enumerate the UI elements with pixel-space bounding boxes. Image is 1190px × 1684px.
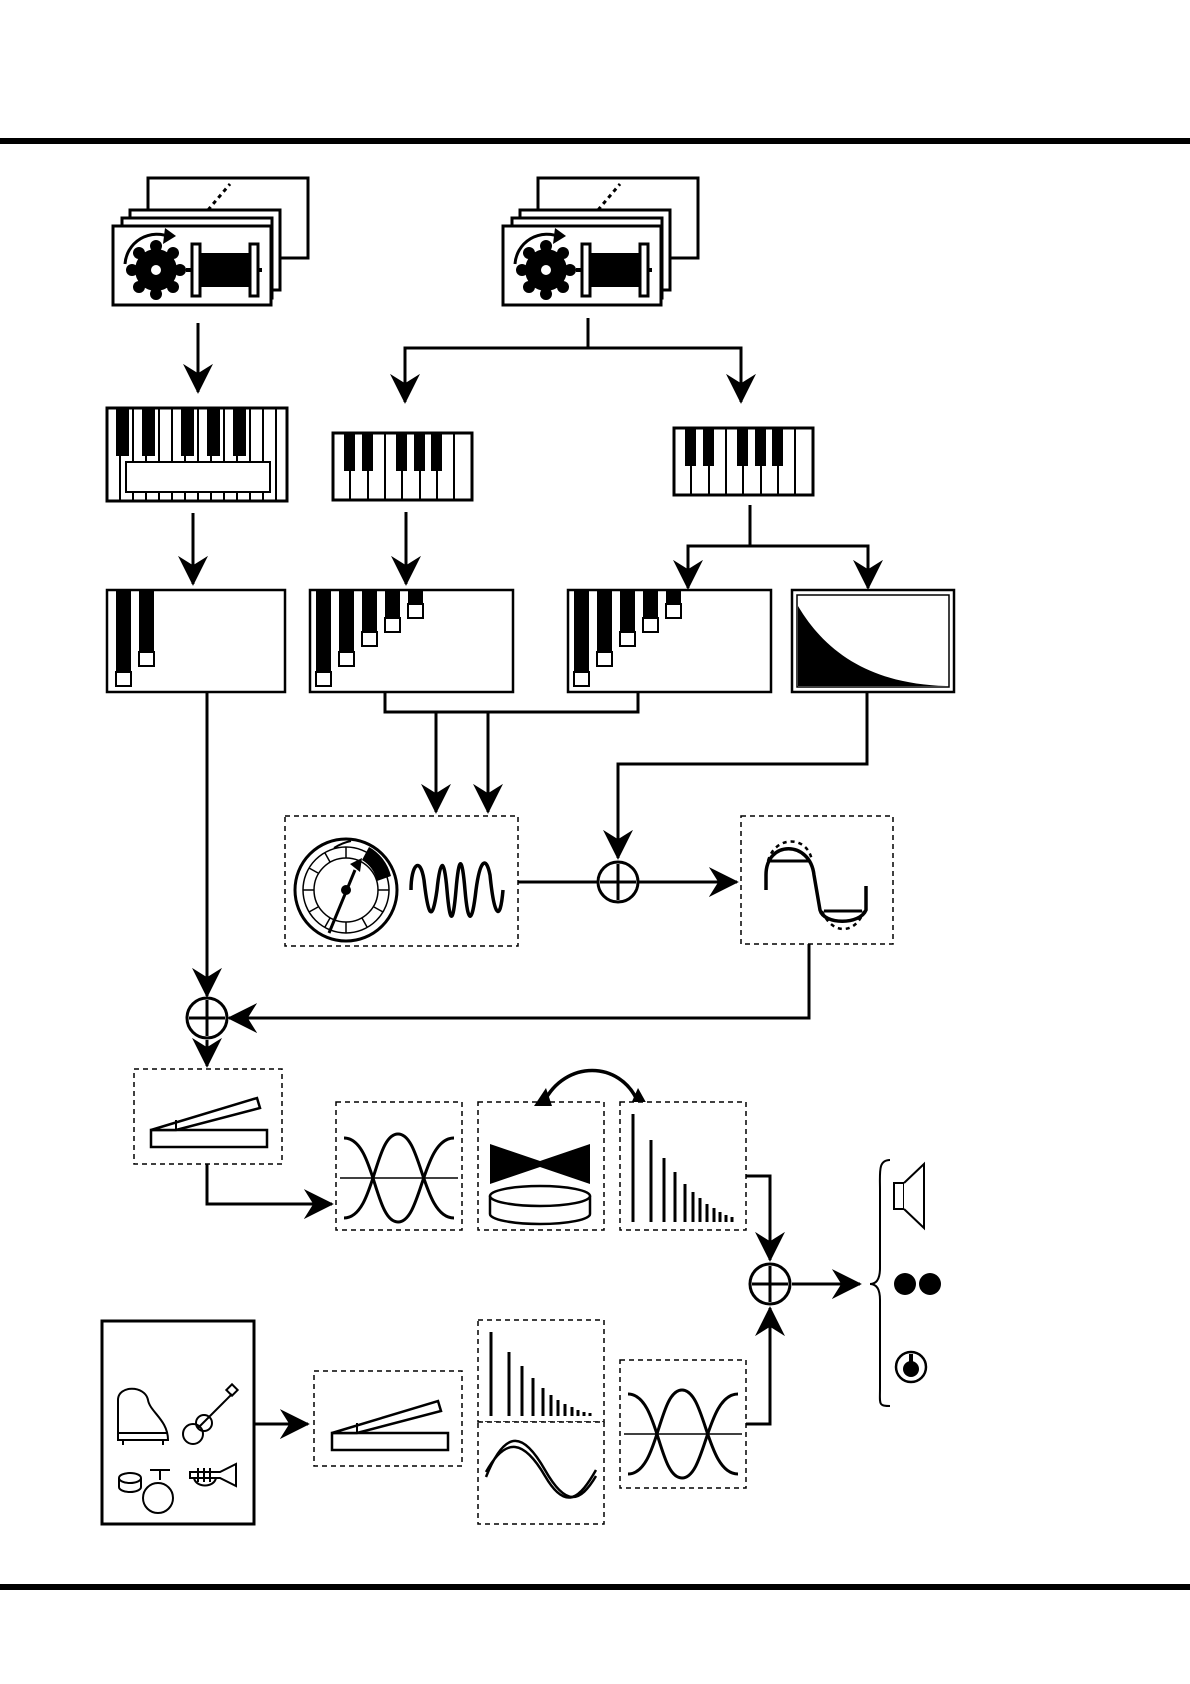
mix-node-output xyxy=(750,1264,790,1304)
instrument-equalizer-icon xyxy=(620,1360,746,1488)
headphones-icon xyxy=(894,1273,941,1295)
mix-node-main xyxy=(187,998,227,1038)
overdrive-icon xyxy=(741,816,893,944)
tonewheel-generator-right-icon xyxy=(503,178,698,305)
instrument-expression-pedal-icon xyxy=(314,1371,462,1466)
lower-manual-keyboard-icon xyxy=(333,433,472,500)
speaker-icon xyxy=(894,1164,924,1228)
mix-node-vibrato-percussion xyxy=(598,862,638,902)
vibrato-chorus-icon xyxy=(285,816,518,946)
pedal-drawbars-icon xyxy=(107,590,285,692)
lower-drawbars-icon xyxy=(310,590,513,692)
expression-pedal-icon xyxy=(134,1069,282,1164)
pedal-keyboard-icon xyxy=(107,408,287,501)
instrument-sounds-icon xyxy=(102,1321,254,1524)
reverb-icon xyxy=(620,1102,746,1230)
instrument-chorus-icon xyxy=(478,1422,604,1524)
line-output-icon xyxy=(896,1352,926,1382)
equalizer-icon xyxy=(336,1102,462,1230)
upper-manual-keyboard-icon xyxy=(674,428,813,495)
percussion-envelope-icon xyxy=(792,590,954,692)
output-brace xyxy=(870,1160,890,1406)
tonewheel-generator-left-icon xyxy=(113,178,308,305)
instrument-reverb-icon xyxy=(478,1320,604,1422)
upper-drawbars-icon xyxy=(568,590,771,692)
